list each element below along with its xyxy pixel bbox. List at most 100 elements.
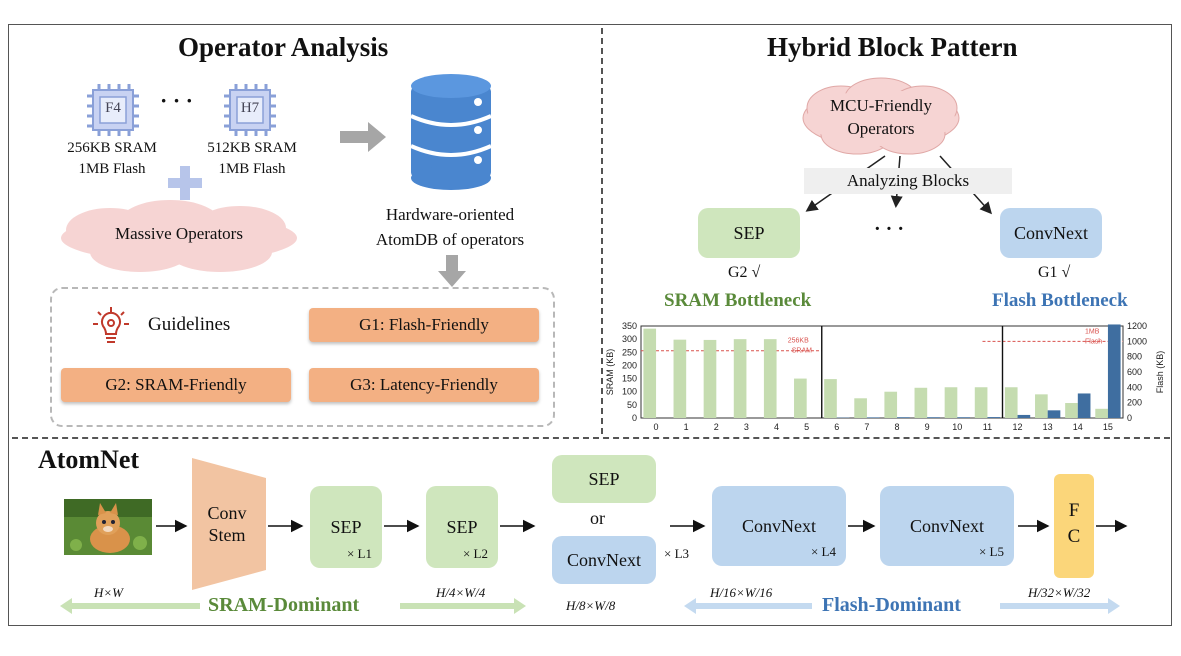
res-8: H/8×W/8 [566,598,616,613]
sram-bar [733,339,747,418]
y-right-axis-label: Flash (KB) [1155,351,1165,394]
y-right-tick-label: 600 [1127,367,1142,377]
x-tick-label: 5 [804,422,809,432]
x-tick-label: 11 [983,422,992,432]
sram-bar [1035,394,1048,418]
conv-stem-line2: Stem [208,525,246,545]
chip-f4-sram: 256KB SRAM [67,140,157,156]
hybrid-block-title: Hybrid Block Pattern [767,32,1018,62]
y-right-tick-label: 1000 [1127,336,1147,346]
conv-stem-line1: Conv [207,503,247,523]
sep-l2-mult: × L2 [462,546,488,561]
guidelines-box [50,287,555,427]
atomnet-fc: F C [1054,474,1094,578]
x-tick-label: 10 [952,422,962,432]
conv-stem-block: Conv Stem [192,458,266,590]
x-tick-label: 15 [1103,422,1113,432]
g1-check: G1 √ [1038,264,1071,281]
res-32: H/32×W/32 [1028,585,1091,600]
g1-flash-friendly: G1: Flash-Friendly [309,308,539,342]
massive-operators-label: Massive Operators [115,224,243,243]
y-left-tick-label: 300 [622,334,637,344]
input-cat-image [64,499,152,555]
flash-bar [987,417,1001,418]
g3-latency-friendly: G3: Latency-Friendly [309,368,539,402]
chip-f4-flash: 1MB Flash [78,161,146,177]
y-left-tick-label: 100 [622,387,637,397]
x-tick-label: 7 [864,422,869,432]
sram-dominant-arrow [60,598,526,614]
sram-bar [974,387,988,418]
flash-dominant-label: Flash-Dominant [822,594,961,616]
cn4-label: ConvNext [742,515,816,536]
cn5-mult: × L5 [978,544,1004,559]
mcu-operators-cloud: MCU-Friendly Operators [797,74,965,160]
sep-l1-label: SEP [330,516,362,537]
fc-line2: C [1067,526,1081,547]
sram-bar [884,391,898,418]
sram-bar [763,339,777,418]
flash-bar [927,417,940,418]
atomnet-title: AtomNet [38,445,140,474]
database-icon [408,72,494,192]
sram-bar [1065,403,1078,418]
y-left-tick-label: 150 [622,374,637,384]
sram-bar [703,339,717,418]
y-right-tick-label: 400 [1127,382,1142,392]
hybrid-sep-box: SEP [698,208,800,258]
flash-bar [1107,324,1121,418]
chart-plot-frame [640,325,1124,419]
x-tick-label: 14 [1073,422,1083,432]
res-16: H/16×W/16 [710,585,773,600]
mcu-cloud-line1: MCU-Friendly [830,96,932,115]
sep-l1-mult: × L1 [346,546,372,561]
x-tick-label: 1 [684,422,689,432]
g2-check: G2 √ [728,264,761,281]
sram-bar [824,379,837,418]
arrow-right-icon [340,122,388,152]
chip-f4-icon: F4 [85,82,141,138]
flash-bottleneck-label: Flash Bottleneck [992,290,1128,311]
x-tick-label: 0 [654,422,659,432]
atomnet-sep-l1: SEP × L1 [310,486,382,568]
sram-bar [794,378,807,418]
atomdb-label-1: Hardware-oriented [385,205,515,224]
sram-ref-label-1: 256KB [788,338,809,345]
sram-bar [944,387,958,418]
x-tick-label: 6 [834,422,839,432]
hybrid-convnext-box: ConvNext [1000,208,1102,258]
y-left-axis-label: SRAM (KB) [605,349,615,396]
atomnet-mid-sep: SEP [552,455,656,503]
chip-f4-label: F4 [105,100,121,116]
y-left-tick-label: 250 [622,347,637,357]
analyzing-blocks-label: Analyzing Blocks [804,168,1012,194]
flash-bar [897,417,910,418]
g2-sram-friendly: G2: SRAM-Friendly [61,368,291,402]
sram-bar [643,328,657,418]
flash-bar [1017,414,1031,418]
cn4-mult: × L4 [810,544,836,559]
x-tick-label: 13 [1043,422,1053,432]
sep-l2-label: SEP [446,516,478,537]
guidelines-label: Guidelines [148,314,231,335]
atomnet-convnext-l4: ConvNext × L4 [712,486,846,566]
y-right-tick-label: 200 [1127,398,1142,408]
y-left-tick-label: 0 [632,413,637,423]
figure-frame [8,24,1172,626]
or-label: or [590,508,605,528]
mcu-cloud-line2: Operators [847,119,915,138]
chip-ellipsis: · · · [160,88,194,113]
atomnet-arrows [156,519,1128,533]
plus-icon [168,166,202,200]
chip-h7-sram: 512KB SRAM [207,140,297,156]
chip-h7-flash: 1MB Flash [218,161,286,177]
flash-bar [1077,393,1091,418]
massive-operators-cloud: Massive Operators [50,196,308,276]
atomnet-sep-l2: SEP × L2 [426,486,498,568]
sram-flash-chart: 0501001502002503003500200400600800100012… [605,321,1165,432]
sram-ref-label-2: SRAM [792,348,812,355]
x-tick-label: 8 [895,422,900,432]
sram-bar [854,398,867,418]
sram-bar [1095,408,1108,418]
horizontal-divider [12,437,1170,439]
